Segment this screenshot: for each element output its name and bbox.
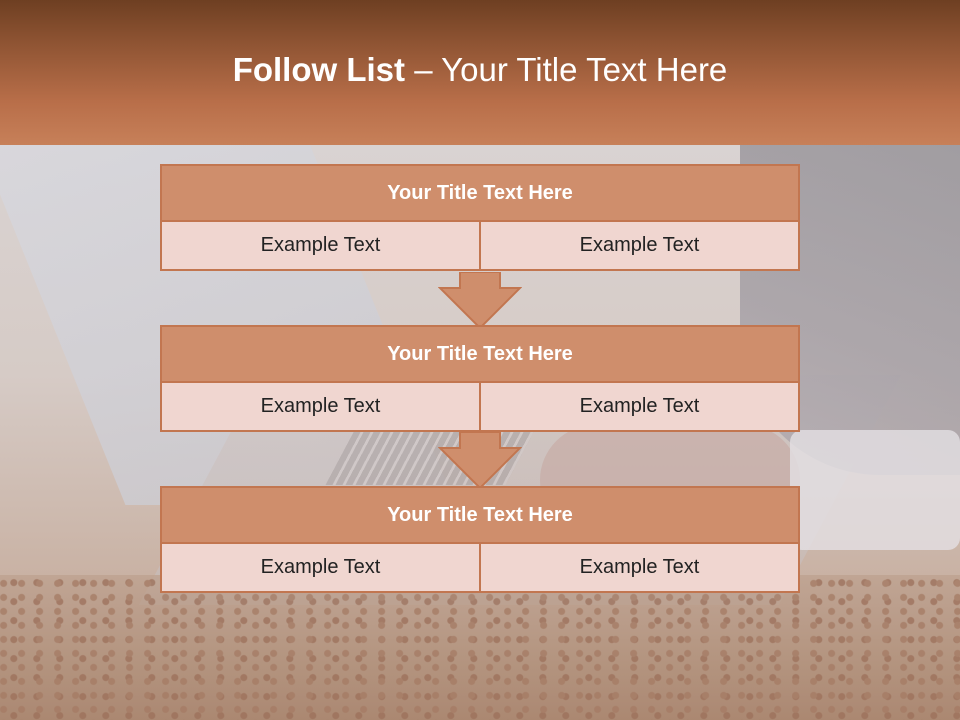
step-row: Example Text Example Text	[162, 383, 798, 430]
step-title: Your Title Text Here	[162, 327, 798, 383]
step-right-text: Example Text	[479, 383, 798, 430]
step-right-text: Example Text	[479, 222, 798, 269]
step-right-text: Example Text	[479, 544, 798, 591]
step-left-text: Example Text	[162, 544, 479, 591]
step-left-text: Example Text	[162, 222, 479, 269]
step-card-1: Your Title Text Here Example Text Exampl…	[160, 164, 800, 271]
ground	[0, 575, 960, 720]
header-band: Follow List – Your Title Text Here	[0, 0, 960, 145]
step-title: Your Title Text Here	[162, 488, 798, 544]
down-arrow-icon	[438, 272, 522, 330]
step-row: Example Text Example Text	[162, 222, 798, 269]
step-left-text: Example Text	[162, 383, 479, 430]
step-row: Example Text Example Text	[162, 544, 798, 591]
step-card-2: Your Title Text Here Example Text Exampl…	[160, 325, 800, 432]
slide-title-rest: – Your Title Text Here	[414, 50, 728, 88]
slide-title-bold: Follow List	[232, 50, 406, 88]
shirt-cuff	[790, 430, 960, 550]
step-title: Your Title Text Here	[162, 166, 798, 222]
down-arrow-icon	[438, 432, 522, 490]
step-card-3: Your Title Text Here Example Text Exampl…	[160, 486, 800, 593]
slide-title: Follow List – Your Title Text Here	[233, 51, 728, 89]
